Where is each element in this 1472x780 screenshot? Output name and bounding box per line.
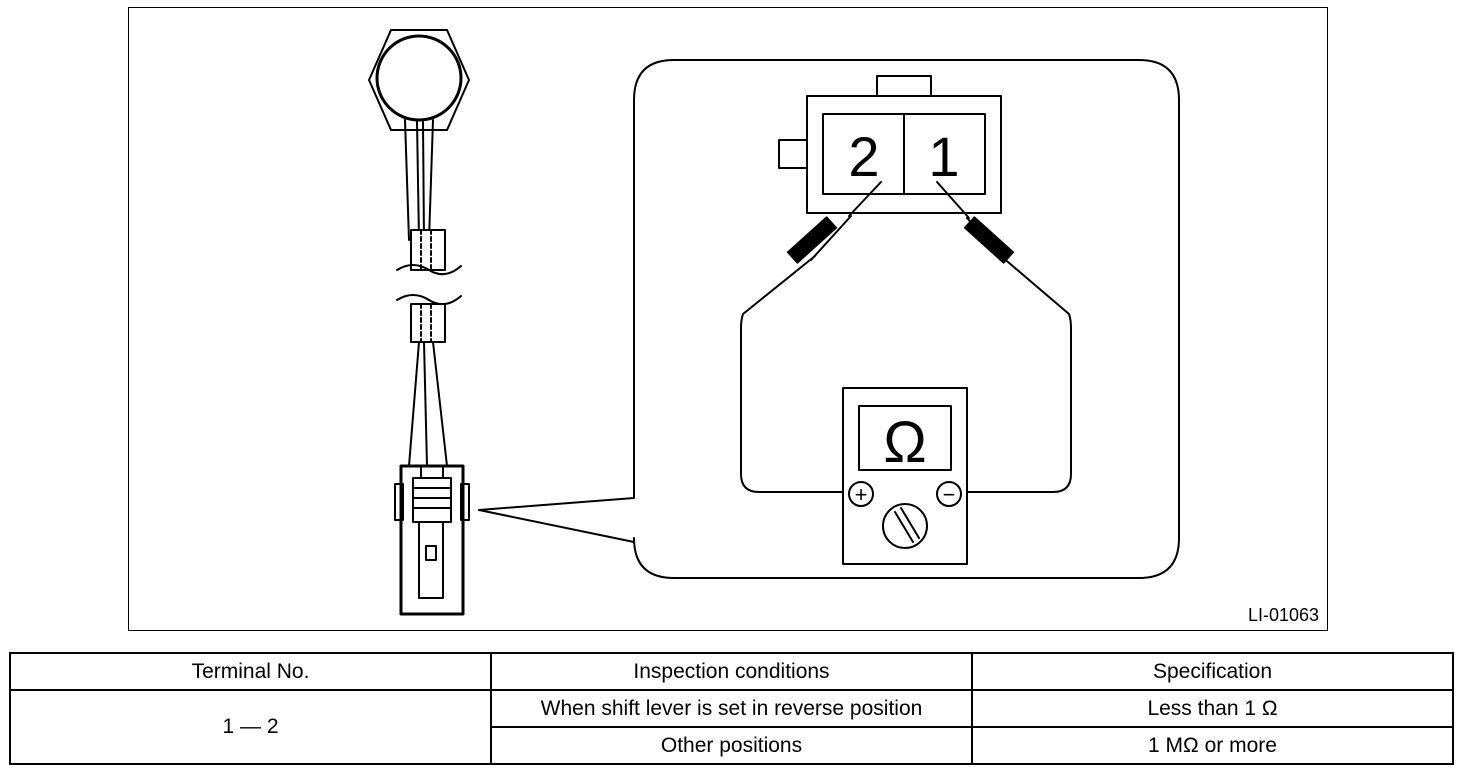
table-header-row: Terminal No. Inspection conditions Speci… xyxy=(9,652,1454,691)
callout-frame xyxy=(478,59,1180,579)
plus-sign: + xyxy=(855,482,868,507)
inspection-figure: 2 1 Ω + − LI-01063 xyxy=(128,7,1328,631)
condition-cell: Other positions xyxy=(490,726,973,765)
header-specification: Specification xyxy=(971,652,1454,691)
spec-cell: 1 MΩ or more xyxy=(971,726,1454,765)
figure-code: LI-01063 xyxy=(1247,605,1319,625)
header-inspection-conditions: Inspection conditions xyxy=(490,652,973,691)
condition-cell: When shift lever is set in reverse posit… xyxy=(490,689,973,728)
minus-sign: − xyxy=(943,482,956,507)
harness-connector xyxy=(394,464,470,616)
header-terminal-no: Terminal No. xyxy=(9,652,492,691)
switch-body xyxy=(368,29,470,131)
table-row: 1 — 2 When shift lever is set in reverse… xyxy=(9,689,1454,765)
inspection-spec-table: Terminal No. Inspection conditions Speci… xyxy=(9,652,1454,765)
terminal-label-1: 1 xyxy=(928,125,959,188)
harness-wires xyxy=(396,119,462,467)
terminal-label-2: 2 xyxy=(848,125,879,188)
terminal-cell: 1 — 2 xyxy=(9,689,492,765)
meter-leads xyxy=(740,181,1072,493)
switch-harness-diagram: 2 1 Ω + − xyxy=(368,29,1180,616)
spec-cell: Less than 1 Ω xyxy=(971,689,1454,728)
table-row: Other positions 1 MΩ or more xyxy=(10,726,1454,765)
ohmmeter xyxy=(842,387,968,565)
connector-face xyxy=(778,75,1002,214)
ohm-symbol: Ω xyxy=(883,410,926,475)
